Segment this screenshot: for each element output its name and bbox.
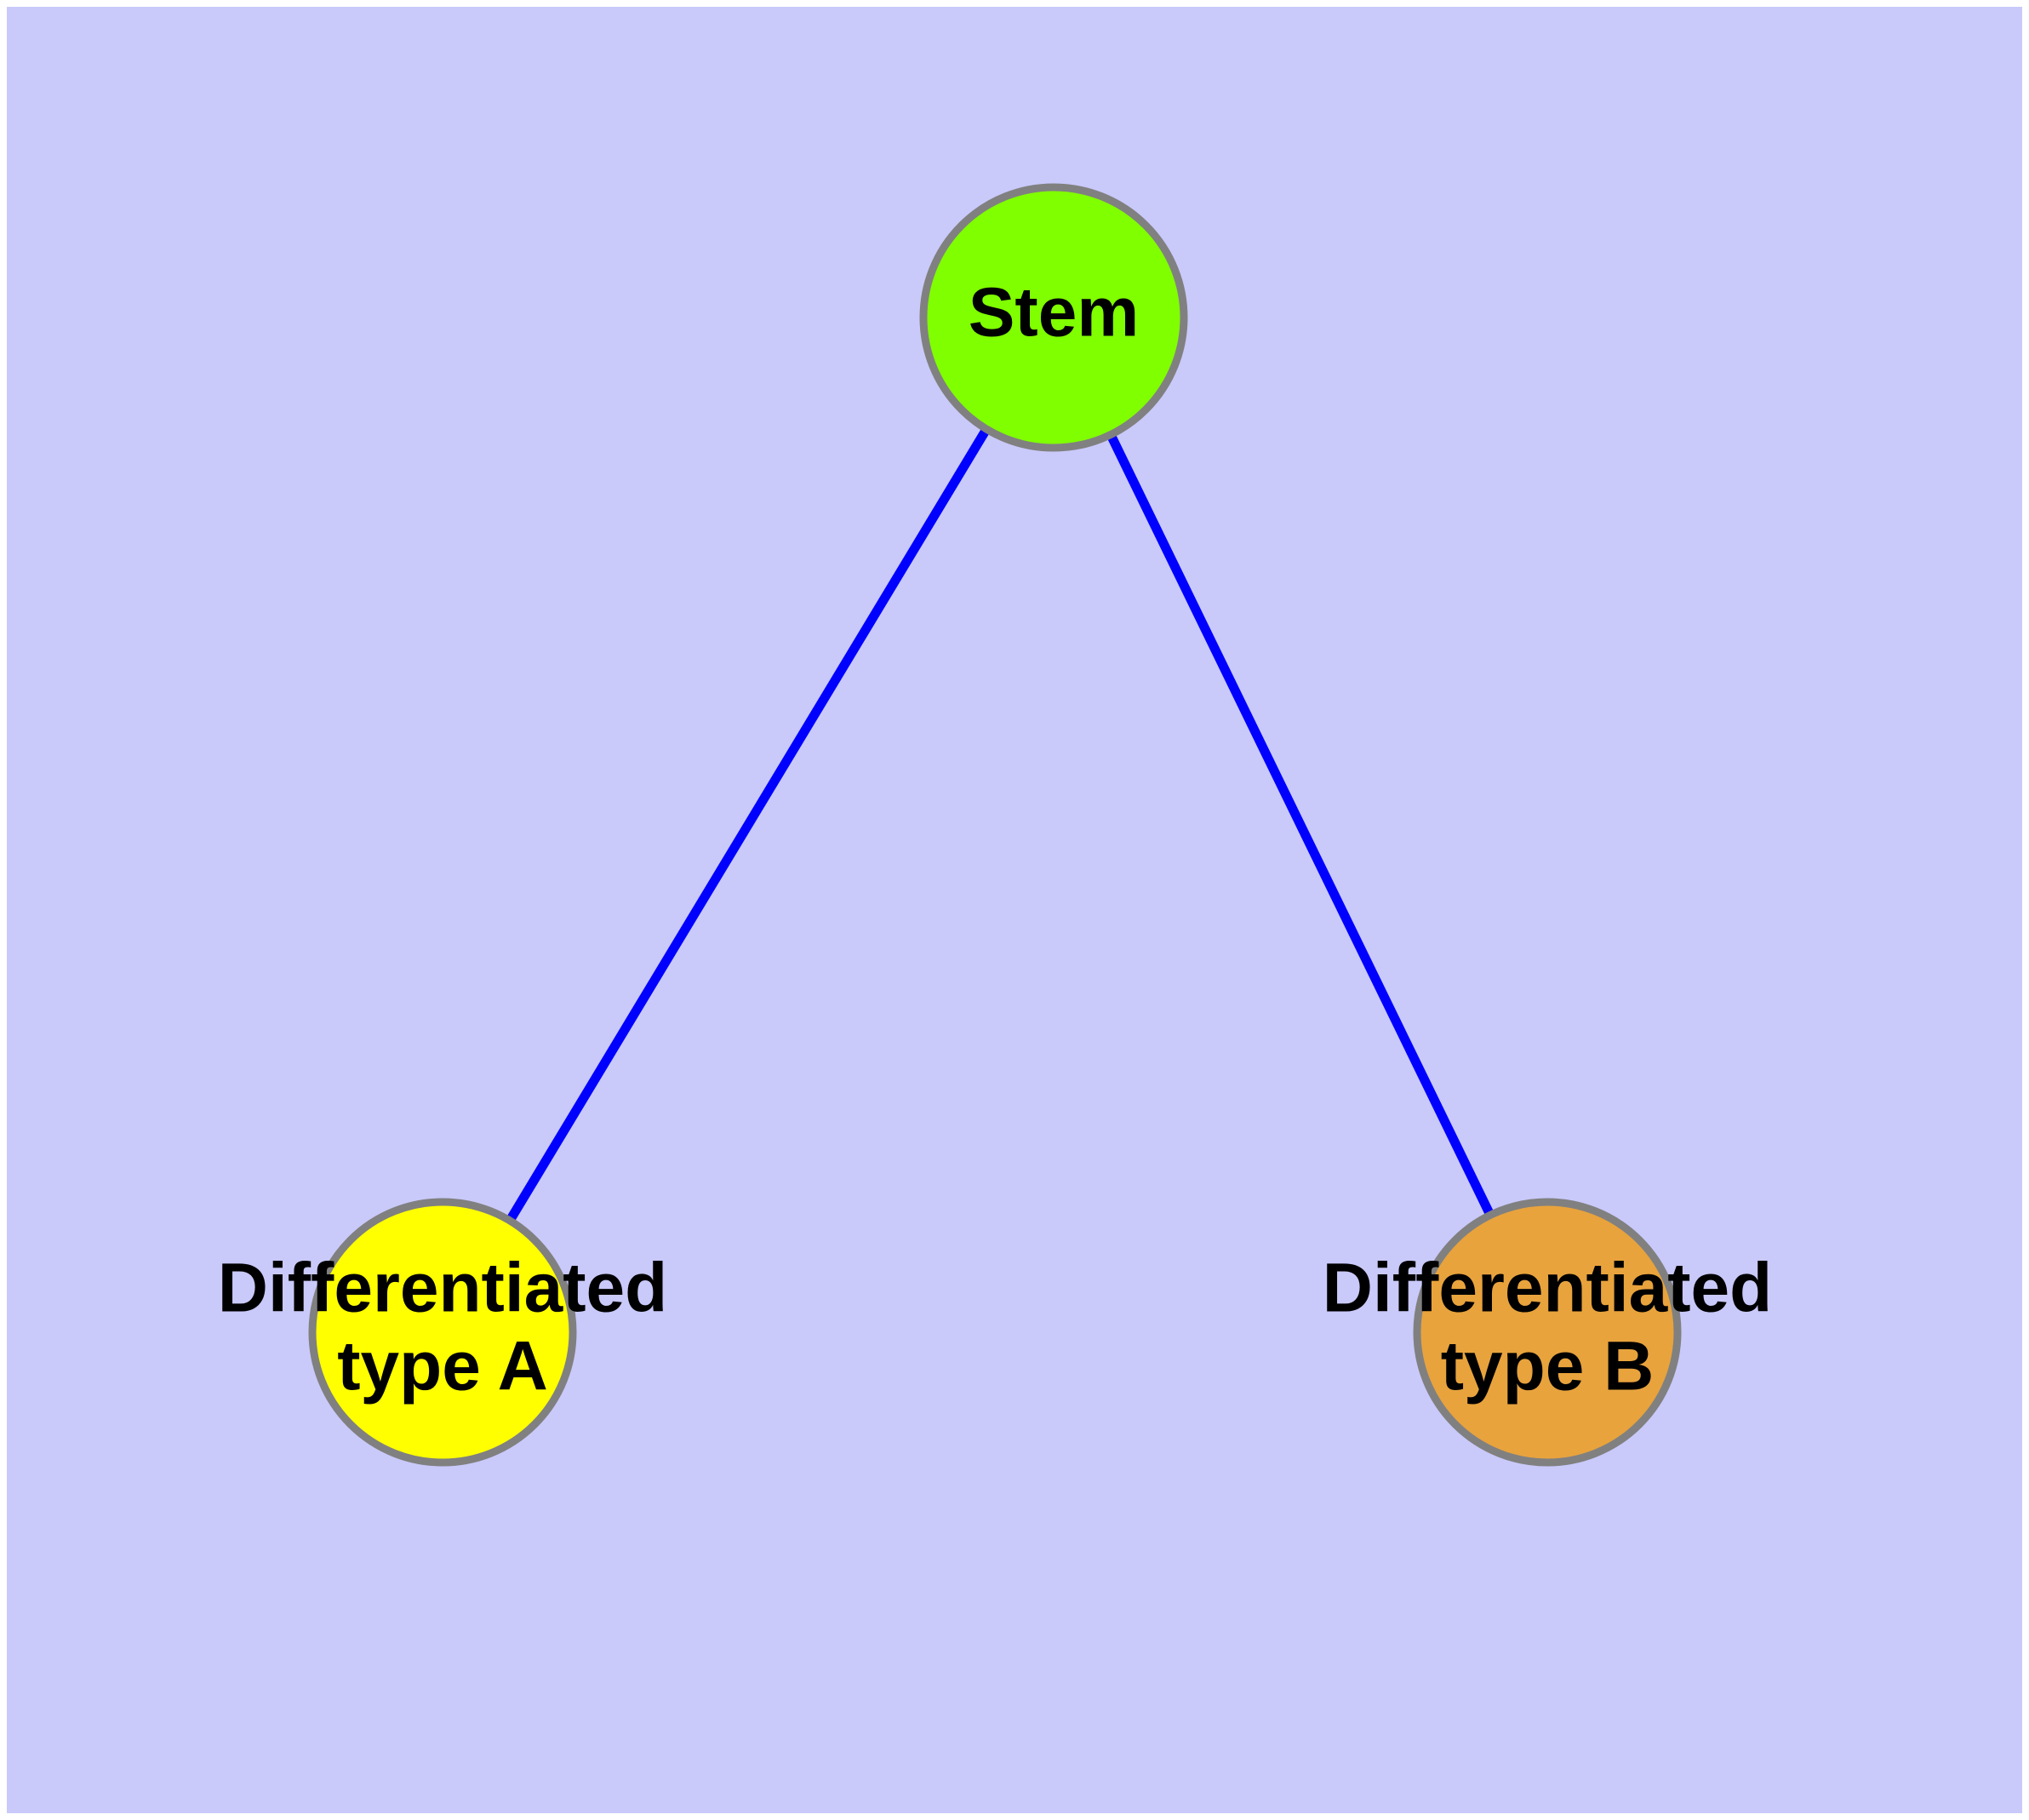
node-label-diff_a: type A (337, 1328, 548, 1405)
node-circle-stem[interactable] (919, 183, 1188, 452)
node-label-stem: Stem (969, 274, 1140, 352)
edges-layer (506, 426, 1495, 1223)
node-label-diff_b: Differentiated (1323, 1250, 1773, 1327)
graph-edge (506, 426, 991, 1223)
node-circle-diff_a[interactable] (308, 1198, 577, 1467)
node-label-diff_a: Differentiated (218, 1250, 668, 1327)
node-label-diff_b: type B (1441, 1328, 1655, 1405)
node-circle-diff_b[interactable] (1413, 1198, 1682, 1467)
graph-edge (1106, 432, 1495, 1217)
graph-node-stem[interactable]: Stem (919, 183, 1188, 452)
